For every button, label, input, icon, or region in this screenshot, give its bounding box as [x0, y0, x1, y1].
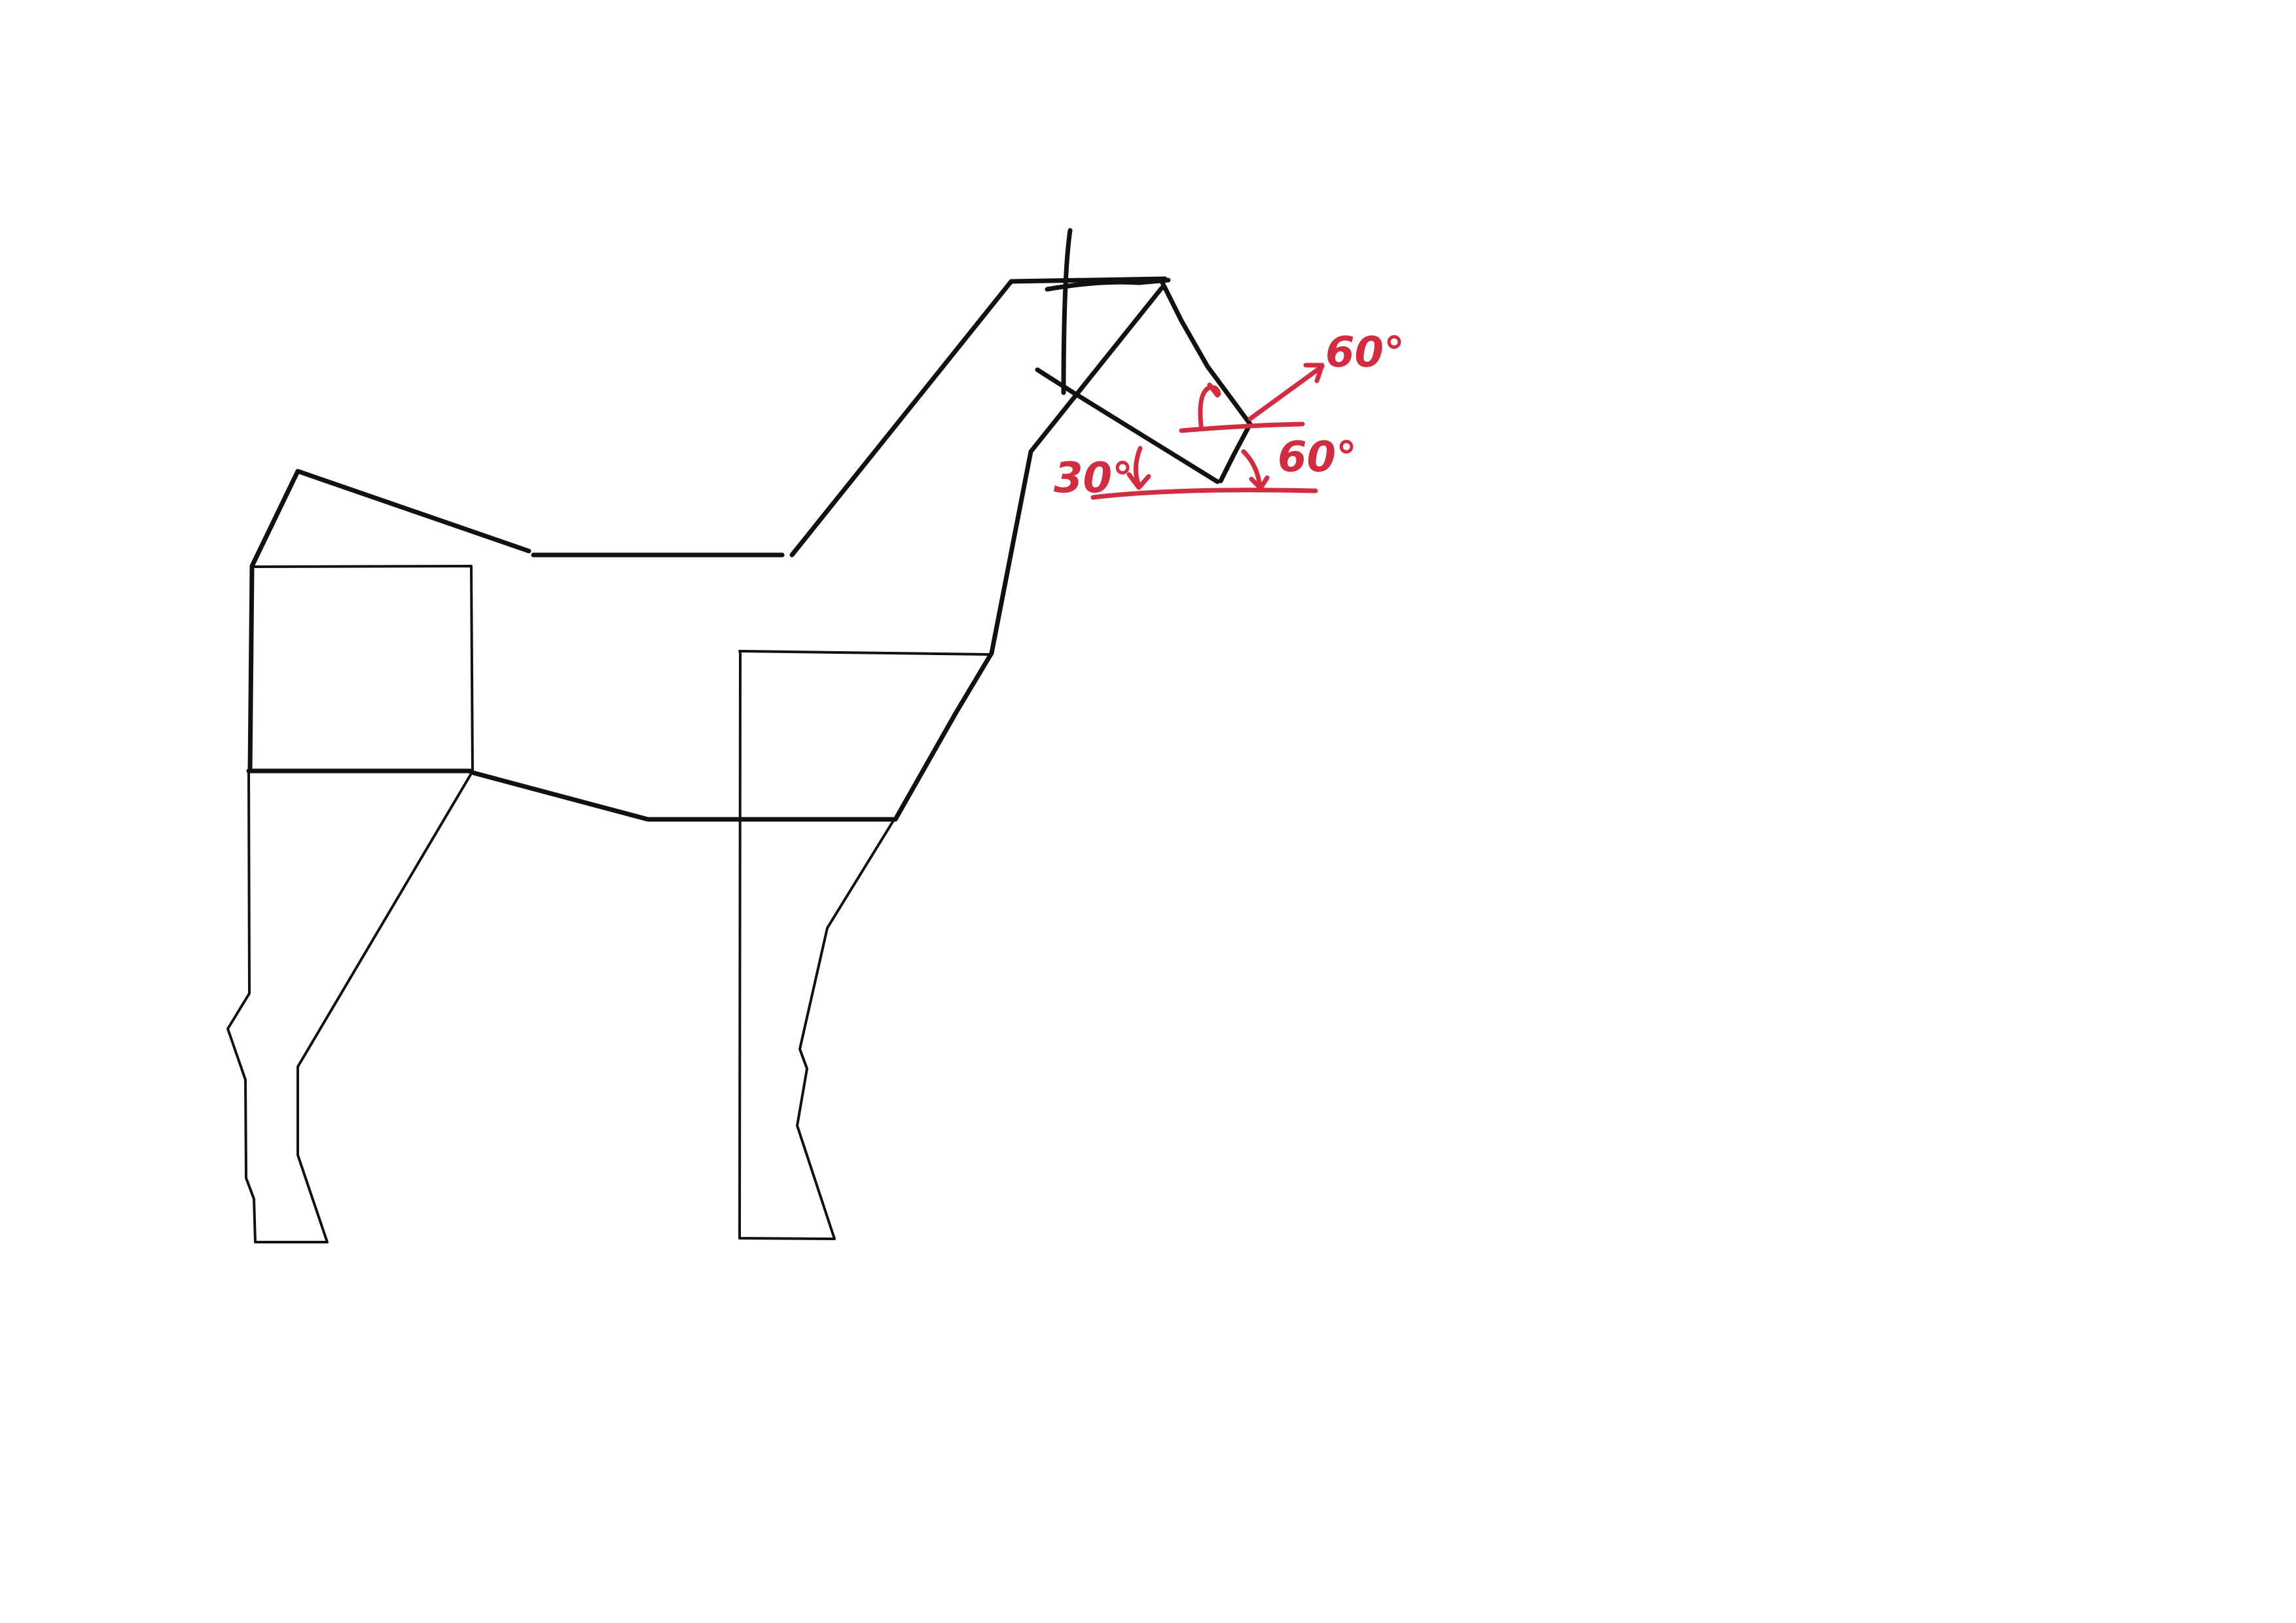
horse-sketch — [226, 228, 1253, 1243]
head-top-line — [1045, 277, 1171, 292]
upper-angle-label: 60° — [1325, 329, 1405, 377]
hind-leg-back — [226, 771, 473, 1243]
belly-line — [469, 770, 896, 822]
upper-baseline — [1179, 421, 1305, 433]
hind-box-left — [247, 564, 255, 774]
face-line — [1159, 279, 1253, 484]
rump-line — [249, 469, 531, 569]
lower-left-arrowhead — [1126, 472, 1151, 490]
lower-baseline — [1090, 488, 1318, 500]
lower-right-angle-label: 60° — [1278, 433, 1357, 482]
hind-box-top — [251, 565, 474, 772]
upper-ray-arrowhead — [1303, 363, 1325, 383]
lower-left-angle-label: 30° — [1054, 454, 1133, 503]
front-box-top — [738, 650, 991, 656]
front-leg-back — [738, 652, 895, 1240]
upper-arc-arrowhead — [1207, 382, 1220, 398]
throat-line — [989, 285, 1164, 656]
upper-ray — [1247, 364, 1325, 421]
lower-right-arrowhead — [1249, 475, 1270, 491]
jaw-line — [1035, 367, 1220, 484]
ear-line — [1061, 228, 1073, 395]
angle-annotations: 60° 60° 30° — [1054, 329, 1405, 503]
chest-line — [893, 651, 994, 822]
neck-back-line — [789, 276, 1168, 558]
